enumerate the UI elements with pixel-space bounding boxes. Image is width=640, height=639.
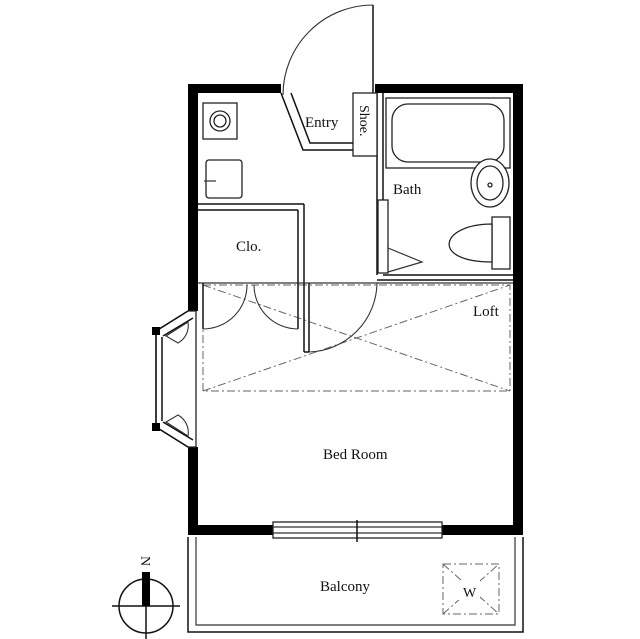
- outer-walls: [188, 84, 523, 535]
- closet-label: Clo.: [236, 239, 261, 255]
- washer-space: [442, 563, 500, 615]
- balcony: [187, 537, 524, 633]
- stove: [202, 102, 238, 140]
- shoe-label: Shoe.: [356, 105, 371, 137]
- bay-window: [152, 310, 197, 448]
- north-compass-icon: [112, 572, 180, 639]
- bedroom-door: [303, 282, 378, 353]
- washbasin: [470, 158, 510, 208]
- balcony-label: Balcony: [320, 579, 370, 595]
- loft-label: Loft: [473, 304, 500, 320]
- partitions: [198, 92, 513, 283]
- bedroom-label: Bed Room: [323, 447, 388, 463]
- kitchen-sink: [204, 159, 243, 199]
- north-label: N: [137, 556, 152, 566]
- loft-area: [198, 282, 513, 392]
- bath-door: [377, 199, 424, 274]
- balcony-window: [272, 520, 443, 542]
- entry-label: Entry: [305, 115, 339, 131]
- bathtub: [385, 97, 511, 169]
- toilet: [448, 216, 511, 270]
- closet-doors: [202, 283, 299, 330]
- entry-door: [282, 4, 374, 96]
- washer-label: W: [463, 586, 477, 601]
- bath-label: Bath: [393, 182, 422, 198]
